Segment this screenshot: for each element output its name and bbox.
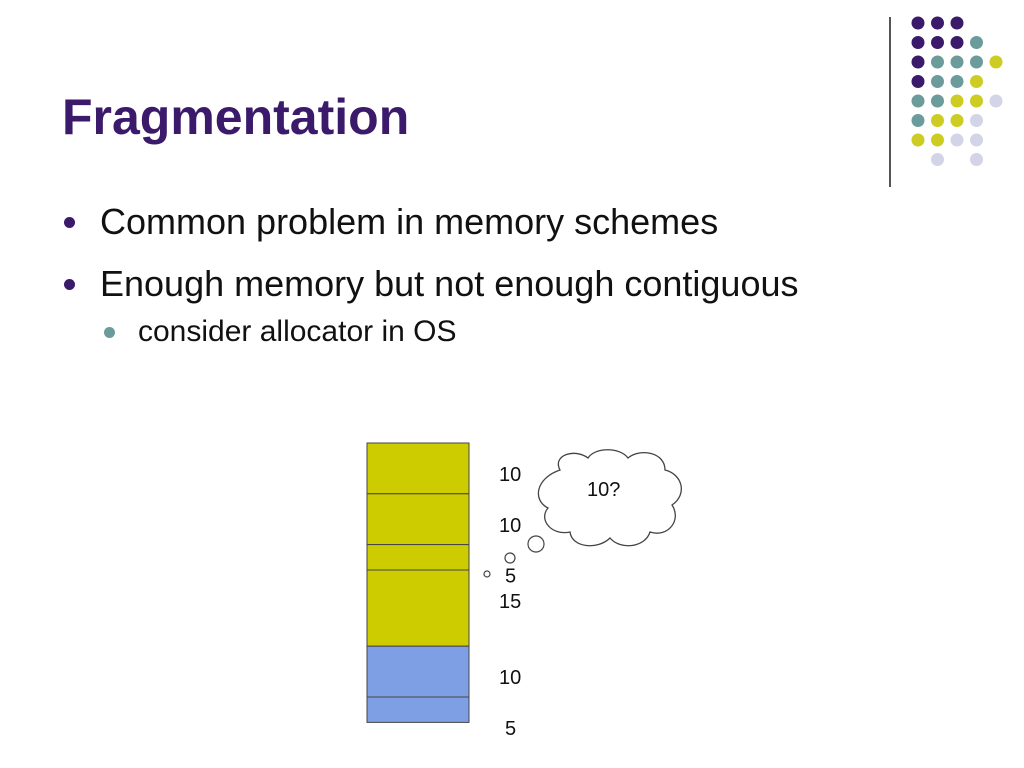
used-memory-block — [366, 442, 470, 495]
decorative-dot — [970, 55, 983, 69]
decorative-dot — [911, 133, 925, 147]
bullet-item: Common problem in memory schemes — [62, 200, 962, 244]
decorative-dot — [970, 36, 983, 49]
decorative-dot — [970, 114, 983, 127]
used-memory-block — [366, 569, 470, 647]
decorative-dot — [911, 16, 925, 30]
decorative-dot — [970, 75, 983, 88]
sub-bullet-item: consider allocator in OS — [62, 314, 962, 350]
decorative-dot — [970, 94, 983, 108]
decorative-dot — [970, 133, 983, 147]
decorative-divider — [889, 17, 891, 187]
block-size-label: 15 — [499, 591, 521, 613]
decorative-dot — [950, 133, 964, 147]
decorative-dot — [911, 94, 925, 108]
used-memory-block — [366, 544, 470, 571]
decorative-dot — [950, 94, 964, 108]
decorative-dot — [931, 75, 944, 88]
thought-cloud — [537, 449, 682, 547]
thought-bubble-small-circle — [483, 570, 491, 578]
bullet-list: Common problem in memory schemes Enough … — [62, 200, 962, 350]
block-size-label: 10 — [499, 667, 521, 689]
decorative-dot — [931, 114, 944, 127]
decorative-dot — [911, 75, 925, 88]
decorative-dot — [931, 133, 944, 147]
block-size-label: 5 — [505, 566, 516, 588]
thought-bubble: 10? — [483, 449, 682, 578]
bullet-dot-icon — [64, 279, 75, 290]
decorative-dot — [931, 153, 944, 166]
decorative-dot — [950, 55, 964, 69]
decorative-dot — [950, 75, 964, 88]
block-size-label: 10 — [499, 464, 521, 486]
decorative-dot — [911, 55, 925, 69]
decorative-dot — [989, 55, 1003, 69]
slide-title: Fragmentation — [62, 89, 410, 145]
decorative-dot-grid — [911, 16, 1003, 166]
bullet-text: Common problem in memory schemes — [100, 201, 719, 242]
decorative-dot — [931, 16, 944, 30]
bullet-dot-icon — [64, 217, 75, 228]
sub-bullet-dot-icon — [104, 327, 115, 338]
decorative-dot — [970, 153, 983, 166]
bullet-text: Enough memory but not enough contiguous — [100, 263, 799, 304]
decorative-dot — [931, 94, 944, 108]
thought-bubble-large-circle — [527, 535, 545, 553]
free-memory-block — [366, 645, 470, 698]
block-size-label: 10 — [499, 515, 521, 537]
thought-bubble-mid-circle — [504, 552, 516, 564]
bullet-item: Enough memory but not enough contiguous — [62, 262, 962, 306]
decorative-dot — [911, 114, 925, 127]
free-memory-block — [366, 696, 470, 723]
decorative-dot — [950, 16, 964, 30]
decorative-dot — [950, 114, 964, 127]
sub-bullet-text: consider allocator in OS — [138, 315, 457, 348]
decorative-dot — [950, 36, 964, 49]
block-size-label: 5 — [505, 718, 516, 740]
thought-text: 10? — [587, 479, 620, 501]
used-memory-block — [366, 493, 470, 546]
decorative-dot — [931, 55, 944, 69]
decorative-dot — [989, 94, 1003, 108]
decorative-dot — [931, 36, 944, 49]
decorative-dot — [911, 36, 925, 49]
